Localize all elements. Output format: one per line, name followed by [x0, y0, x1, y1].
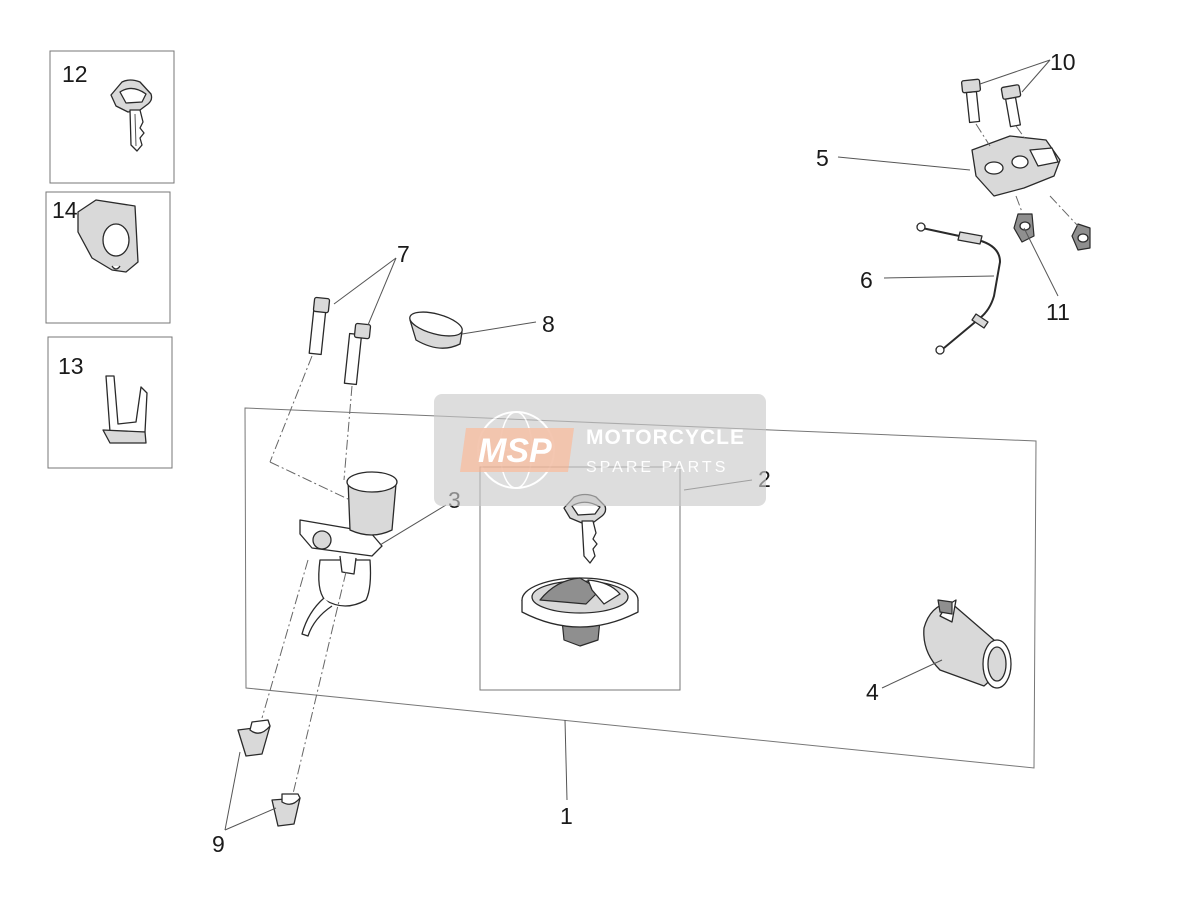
msp-watermark: MSP MOTORCYCLE SPARE PARTS	[434, 394, 766, 506]
callout-13: 13	[58, 353, 84, 379]
callout-1: 1	[560, 803, 573, 829]
leader-9: 9	[212, 751, 277, 857]
callout-8: 8	[542, 311, 555, 337]
callout-14: 14	[52, 197, 78, 223]
leader-7: 7	[333, 241, 410, 326]
key-icon	[110, 79, 153, 152]
callout-6: 6	[860, 267, 873, 293]
clip-11a	[1013, 213, 1035, 243]
rubber-boot-4: 4	[866, 599, 1012, 705]
callout-5: 5	[816, 145, 829, 171]
assembly-lines	[261, 355, 353, 799]
watermark-logo: MSP	[478, 432, 552, 470]
fuel-cap-icon	[521, 577, 639, 647]
bolt-10b	[1000, 84, 1022, 128]
inset-box-14: 14	[45, 191, 171, 324]
kit-frame-1: 1	[244, 407, 1037, 829]
bolt-10a	[960, 78, 982, 124]
callout-4: 4	[866, 679, 879, 705]
leader-11: 11	[1015, 195, 1079, 325]
screw-7b	[343, 322, 372, 386]
callout-7: 7	[397, 241, 410, 267]
ignition-switch-3: 3	[299, 471, 461, 637]
leader-10: 10	[975, 49, 1076, 147]
callout-9: 9	[212, 831, 225, 857]
ring-8: 8	[409, 311, 555, 349]
clip-11b	[1071, 223, 1091, 251]
callout-12: 12	[62, 61, 88, 87]
clip-icon	[102, 375, 148, 444]
callout-10: 10	[1050, 49, 1076, 75]
inset-box-12: 12	[49, 50, 175, 184]
seat-lock-5: 5	[816, 135, 1061, 197]
bushing-9a	[237, 719, 271, 757]
watermark-subtitle: SPARE PARTS	[586, 459, 728, 476]
watermark-title: MOTORCYCLE	[586, 426, 745, 449]
screw-7a	[308, 296, 331, 356]
bushing-9b	[271, 793, 301, 827]
inset-box-13: 13	[47, 336, 173, 469]
callout-11: 11	[1046, 299, 1070, 325]
bracket-plate-icon	[77, 199, 139, 273]
cable-6: 6	[860, 222, 1002, 355]
